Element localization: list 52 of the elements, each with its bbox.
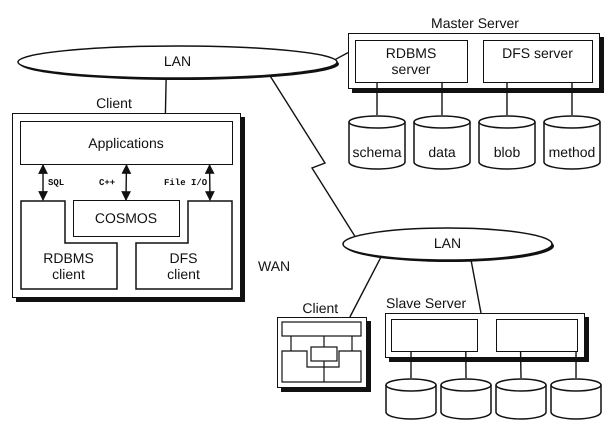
module-box	[390, 318, 478, 352]
connector-line	[164, 78, 167, 114]
database-cylinder	[348, 115, 406, 170]
connector-line	[334, 52, 348, 60]
network-ellipse	[15, 43, 340, 81]
database-cylinder	[543, 115, 601, 170]
edge-label: SQL	[48, 178, 64, 188]
module-box	[72, 200, 180, 236]
node-heading: Master Server	[431, 15, 519, 31]
connector-line	[270, 76, 356, 237]
edge-label: WAN	[258, 258, 290, 274]
connector-line	[571, 83, 573, 115]
database-cylinder	[413, 115, 471, 170]
node-label: LAN	[162, 53, 192, 69]
connector-line	[376, 83, 378, 115]
database-cylinder	[440, 378, 492, 420]
connector-line	[349, 257, 382, 318]
database-cylinder	[550, 378, 602, 420]
node-heading: Slave Server	[386, 295, 466, 311]
module-box	[20, 120, 232, 164]
node-label: blob	[492, 144, 522, 160]
network-ellipse	[340, 225, 555, 263]
connector-line	[575, 352, 577, 378]
node-label: LAN	[432, 235, 462, 251]
database-cylinder	[385, 378, 437, 420]
node-label: DFS client	[166, 250, 201, 282]
connector-line	[470, 260, 482, 314]
connector-line	[441, 83, 443, 115]
edge-label: File I/O	[164, 178, 208, 188]
database-cylinder	[478, 115, 536, 170]
arrow	[121, 164, 132, 201]
arrow	[38, 164, 48, 201]
node-label: RDBMS server	[384, 44, 438, 76]
module-box	[354, 40, 468, 82]
arrow	[204, 164, 215, 201]
node-label: schema	[351, 144, 403, 160]
connector-line	[506, 83, 508, 115]
module-box	[482, 40, 592, 82]
node-label: Applications	[87, 134, 165, 150]
database-cylinder	[495, 378, 547, 420]
connector-line	[410, 352, 412, 378]
node-heading: Client	[96, 95, 132, 111]
node-label: COSMOS	[94, 210, 158, 226]
connector-line	[520, 352, 522, 378]
node-heading: Client	[302, 300, 338, 316]
node-label: DFS server	[501, 44, 574, 60]
edge-label: C++	[99, 178, 116, 188]
node-label: data	[427, 144, 457, 160]
node-label: RDBMS client	[42, 250, 95, 282]
connector-line	[465, 352, 467, 378]
node-label: method	[548, 144, 596, 160]
module-box	[496, 318, 578, 352]
